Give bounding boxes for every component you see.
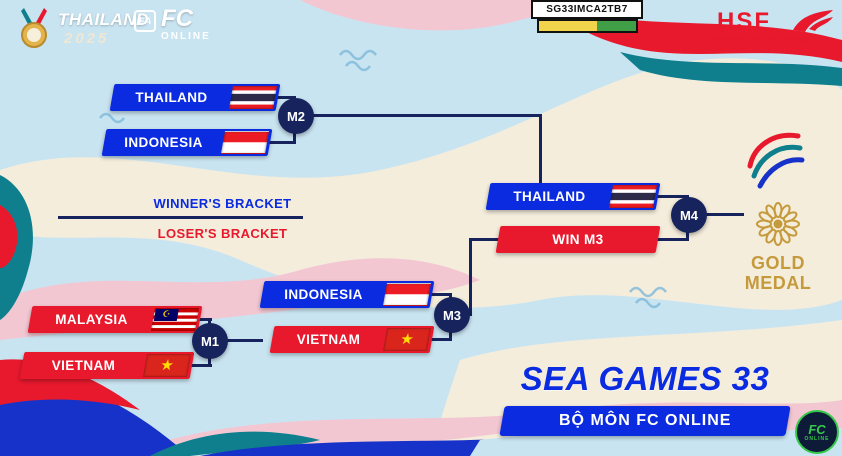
match-code-box: SG33IMCA2TB7 (531, 0, 643, 19)
team-name: INDONESIA (124, 135, 203, 150)
team-name: INDONESIA (284, 287, 363, 302)
connector-line (653, 195, 689, 198)
team-bar-malaysia: MALAYSIA ☪ (27, 306, 203, 333)
gold-medal-label: GOLD MEDAL (730, 253, 826, 293)
event-logo-text: THAILAND 2025 (58, 10, 149, 47)
fc-badge-online-text: ONLINE (804, 435, 830, 442)
score-indicator-bar (537, 19, 638, 33)
connector-line (264, 141, 296, 144)
connector-line (539, 114, 542, 184)
match-node-m2: M2 (278, 98, 314, 134)
star-icon: ★ (158, 357, 176, 374)
team-bar-thailand-winners: THAILAND (109, 84, 281, 111)
hsf-logo: HSF HO CHI MINH CITY ESPORTS FEDERATION (706, 8, 810, 42)
team-name: VIETNAM (296, 332, 361, 347)
discipline-banner-label: BỘ MÔN FC ONLINE (558, 412, 732, 429)
star-icon: ★ (398, 331, 416, 348)
connector-line (653, 238, 689, 241)
team-name: WIN M3 (552, 232, 604, 247)
event-logo-title: THAILAND (58, 9, 149, 29)
fc-logo-text: FC (161, 5, 193, 32)
ea-fc-online-logo: EA FC ONLINE (134, 7, 211, 42)
indonesia-flag-icon (382, 283, 432, 306)
team-bar-vietnam-losers: VIETNAM ★ (269, 326, 435, 353)
match-code: SG33IMCA2TB7 (546, 4, 628, 15)
event-logo-year: 2025 (64, 29, 110, 47)
match-node-m3: M3 (434, 297, 470, 333)
thailand-flag-icon (228, 86, 278, 109)
viresa-swoosh-icon (793, 10, 833, 32)
connector-line (296, 114, 542, 117)
bracket-divider-line (58, 216, 303, 219)
viresa-text: VIRESA (798, 40, 828, 46)
connector-line (689, 213, 744, 216)
team-bar-win-m3: WIN M3 (495, 226, 661, 253)
fc-online-text: FC ONLINE (161, 5, 211, 43)
team-bar-vietnam-round1: VIETNAM ★ (19, 352, 195, 379)
vietnam-flag-icon: ★ (382, 328, 432, 351)
thailand-flag-icon (608, 185, 658, 208)
connector-line (426, 293, 452, 296)
team-name: MALAYSIA (55, 312, 128, 327)
yellow-segment (539, 21, 598, 31)
crescent-star-icon: ☪ (153, 309, 179, 321)
fc-badge-text: FC (808, 421, 826, 437)
connector-line (194, 318, 212, 321)
event-logo-thailand-2025: THAILAND 2025 (16, 6, 149, 50)
hsf-abbr: HSF (717, 8, 771, 35)
winners-bracket-label: WINNER'S BRACKET (153, 196, 292, 211)
losers-bracket-label: LOSER'S BRACKET (157, 226, 288, 241)
discipline-banner: BỘ MÔN FC ONLINE (499, 406, 791, 436)
hsf-caption: HO CHI MINH CITY ESPORTS FEDERATION (706, 36, 810, 41)
team-name: VIETNAM (51, 358, 116, 373)
connector-line (272, 96, 296, 99)
team-bar-indonesia-losers: INDONESIA (259, 281, 435, 308)
connector-line (426, 338, 452, 341)
gold-line: GOLD (751, 253, 805, 273)
team-name: THAILAND (135, 90, 208, 105)
gold-laurel-emblem-icon (756, 202, 800, 246)
ea-icon: EA (134, 10, 156, 32)
fc-online-badge: FC ONLINE (795, 410, 839, 454)
connector-line (469, 238, 499, 241)
medal-line: MEDAL (744, 273, 812, 293)
green-segment (597, 21, 636, 31)
team-bar-thailand-final: THAILAND (485, 183, 661, 210)
connector-line (186, 364, 212, 367)
team-name: THAILAND (513, 189, 586, 204)
connector-line (469, 240, 472, 316)
team-bar-indonesia-winners: INDONESIA (101, 129, 273, 156)
sea-games-mark-icon (747, 132, 805, 189)
match-node-m4: M4 (671, 197, 707, 233)
connector-line (211, 339, 263, 342)
match-node-m1: M1 (192, 323, 228, 359)
medal-icon (21, 8, 47, 48)
online-logo-text: ONLINE (161, 31, 211, 42)
viresa-logo: VIRESA (790, 8, 836, 46)
vietnam-flag-icon: ★ (142, 354, 192, 377)
indonesia-flag-icon (220, 131, 270, 154)
malaysia-flag-icon: ☪ (150, 308, 200, 331)
event-title: SEA GAMES 33 (520, 360, 770, 397)
